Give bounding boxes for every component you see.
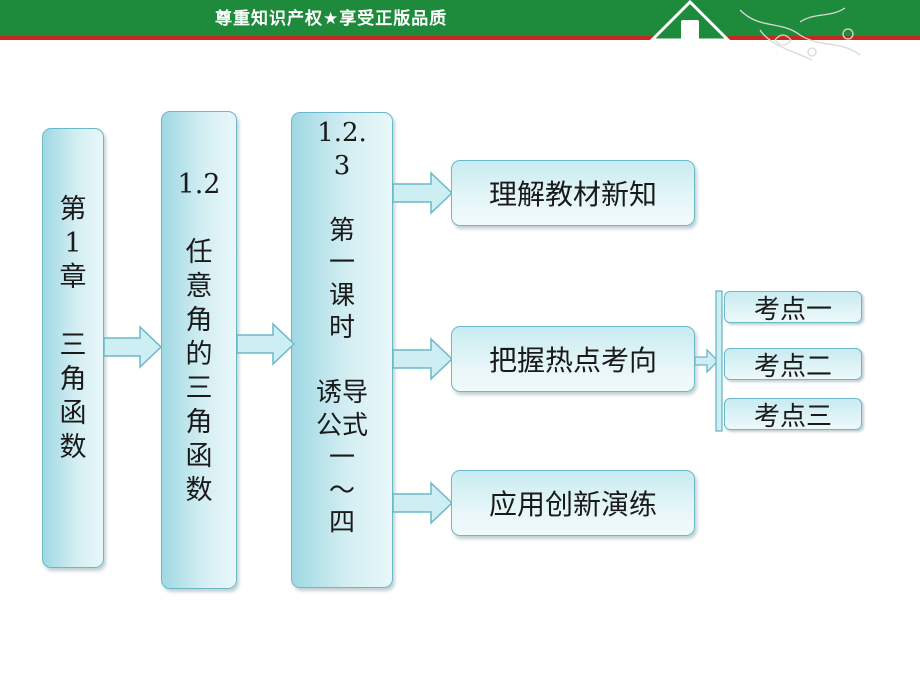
point-box-2[interactable]: 考点二: [724, 348, 862, 382]
apply-box[interactable]: 应用创新演练: [451, 470, 695, 536]
arrow-lesson-to-apply: [392, 481, 454, 525]
chapter-box[interactable]: 第 1 章 三 角 函 数: [42, 128, 104, 568]
lesson-text: 1.2. 3 第 一 课 时 诱导 公式 一 ～ 四: [315, 118, 368, 538]
floral-decoration-icon: [739, 7, 861, 61]
lesson-box[interactable]: 1.2. 3 第 一 课 时 诱导 公式 一 ～ 四: [291, 112, 393, 588]
chapter-text: 第 1 章 三 角 函 数: [59, 194, 87, 463]
arrow-section-to-lesson: [236, 322, 296, 366]
apply-label: 应用创新演练: [488, 488, 657, 521]
arrow-lesson-to-master: [392, 337, 454, 381]
master-label: 把握热点考向: [488, 344, 657, 377]
section-box[interactable]: 1.2 任 意 角 的 三 角 函 数: [161, 111, 237, 589]
point-box-3[interactable]: 考点三: [724, 398, 862, 432]
logo-a-icon: [648, 0, 732, 42]
banner-graphic: [0, 0, 920, 61]
top-banner: 尊重知识产权★享受正版品质: [0, 0, 920, 61]
master-box[interactable]: 把握热点考向: [451, 326, 695, 392]
arrow-master-to-points: [694, 348, 719, 374]
arrow-chapter-to-section: [103, 325, 163, 369]
point-label-1: 考点一: [753, 294, 832, 325]
arrow-lesson-to-understand: [392, 171, 454, 215]
point-label-3: 考点三: [753, 401, 832, 432]
understand-label: 理解教材新知: [488, 178, 657, 211]
section-text: 1.2 任 意 角 的 三 角 函 数: [177, 169, 221, 506]
understand-box[interactable]: 理解教材新知: [451, 160, 695, 226]
point-label-2: 考点二: [753, 351, 832, 382]
points-bracket: [715, 290, 723, 432]
banner-slogan: 尊重知识产权★享受正版品质: [215, 9, 448, 29]
point-box-1[interactable]: 考点一: [724, 291, 862, 325]
